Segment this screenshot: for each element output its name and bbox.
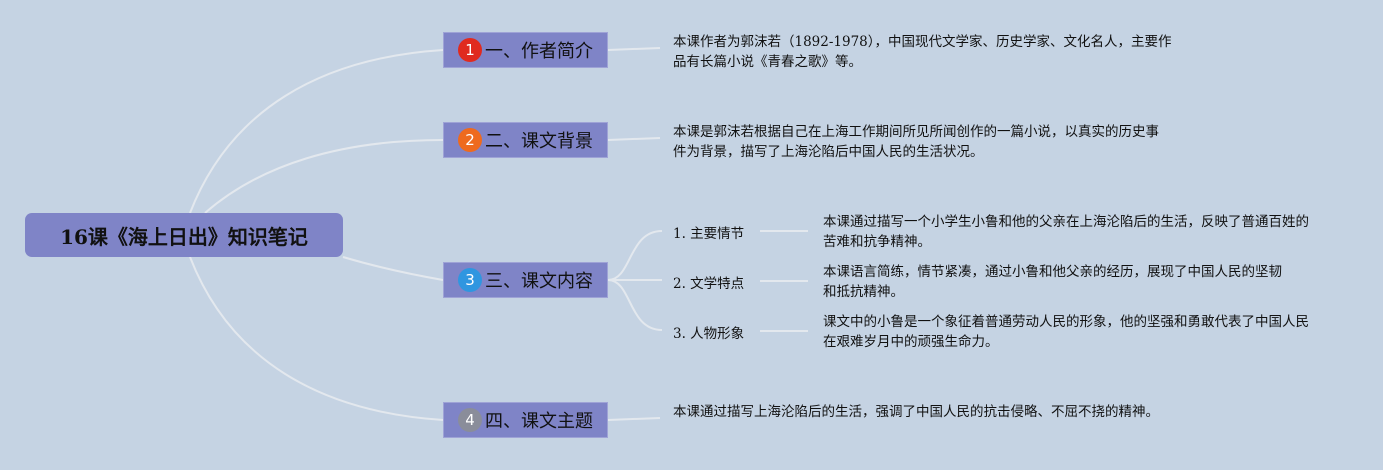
plot-text: 本课通过描写一个小学生小鲁和他的父亲在上海沦陷后的生活，反映了普通百姓的苦难和抗… (823, 214, 1309, 250)
link-root-branch-2 (204, 139, 444, 214)
branch-author-intro[interactable]: 1 一、作者简介 (443, 32, 608, 68)
root-title: 16课《海上日出》知识笔记 (60, 224, 308, 249)
number-badge-icon: 2 (458, 128, 482, 152)
branch-label: 一、作者简介 (485, 41, 593, 62)
link-branch-1-desc (607, 47, 661, 51)
background-text: 本课是郭沫若根据自己在上海工作期间所见所闻创作的一篇小说，以真实的历史事件为背景… (673, 124, 1159, 160)
link-root-branch-4 (189, 256, 444, 421)
sub-item-characters[interactable]: 3. 人物形象 (673, 326, 745, 342)
sub-item-plot[interactable]: 1. 主要情节 (673, 226, 745, 242)
characters-text: 课文中的小鲁是一个象征着普通劳动人民的形象，他的坚强和勇敢代表了中国人民在艰难岁… (823, 314, 1309, 350)
root-node[interactable]: 16课《海上日出》知识笔记 (25, 213, 343, 257)
literary-features-text: 本课语言简练，情节紧凑，通过小鲁和他父亲的经历，展现了中国人民的坚韧和抵抗精神。 (823, 264, 1282, 300)
link-branch-2-desc (607, 137, 661, 141)
link-branch-3-sub-1 (607, 230, 663, 281)
branch-theme[interactable]: 4 四、课文主题 (443, 402, 608, 438)
number-badge-icon: 3 (458, 268, 482, 292)
link-branch-3-sub-3 (607, 279, 663, 331)
number-badge-icon: 4 (458, 408, 482, 432)
branch-background[interactable]: 2 二、课文背景 (443, 122, 608, 158)
branch-label: 二、课文背景 (485, 131, 593, 152)
link-root-branch-3 (342, 256, 444, 281)
author-intro-text: 本课作者为郭沫若（1892-1978），中国现代文学家、历史学家、文化名人，主要… (673, 34, 1172, 70)
theme-text: 本课通过描写上海沦陷后的生活，强调了中国人民的抗击侵略、不屈不挠的精神。 (673, 404, 1159, 420)
number-badge-icon: 1 (458, 38, 482, 62)
sub-item-literary-features[interactable]: 2. 文学特点 (673, 276, 745, 292)
branch-label: 三、课文内容 (485, 271, 593, 292)
link-root-branch-1 (189, 49, 444, 214)
branch-label: 四、课文主题 (485, 411, 593, 432)
branch-content[interactable]: 3 三、课文内容 (443, 262, 608, 298)
link-branch-4-desc (607, 417, 661, 421)
